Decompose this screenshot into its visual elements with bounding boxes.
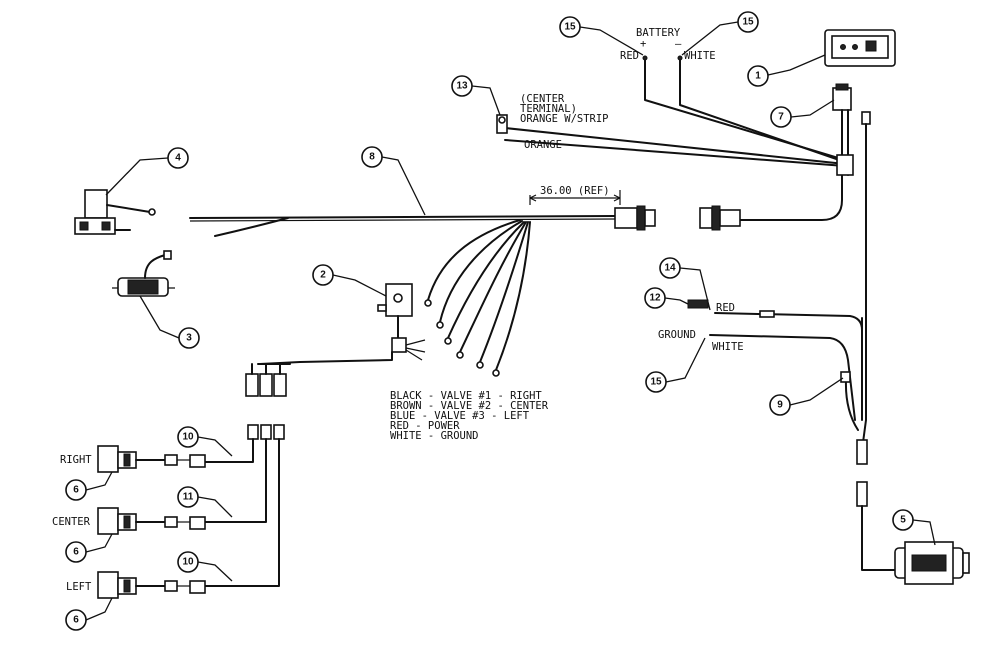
callout-6c-num: 6 [73,615,79,626]
ring-terminal [496,114,508,134]
callout-15b-num: 15 [742,17,754,28]
minus-label: – [675,38,682,50]
callout-1: 1 [747,65,769,87]
legend-line-5: WHITE - GROUND [390,430,479,442]
callout-9: 9 [769,394,791,416]
orange-strip-label: ORANGE W/STRIP [520,113,609,125]
callout-8: 8 [361,146,383,168]
callout-9-num: 9 [777,400,783,411]
legend-line-4: RED - POWER [390,420,460,432]
legend-line-1: BLACK - VALVE #1 - RIGHT [390,390,542,402]
callout-3: 3 [178,327,200,349]
legend-line-2: BROWN - VALVE #2 - CENTER [390,400,549,412]
pressure-sensor [112,250,175,297]
valve-harness [97,424,285,599]
callout-12: 12 [644,287,666,309]
red-battery-label: RED [620,50,639,62]
legend-line-3: BLUE - VALVE #3 - LEFT [390,410,530,422]
battery-leads [504,55,846,167]
white-battery-label: WHITE [684,50,716,62]
callout-6b-num: 6 [73,547,79,558]
right-valve-label: RIGHT [60,454,92,466]
center-valve-label: CENTER [52,516,91,528]
callout-7-num: 7 [778,112,784,123]
sensor-harness [709,111,970,585]
leader-lines [85,21,936,621]
callout-5-num: 5 [900,515,906,526]
callout-12-num: 12 [649,293,661,304]
callout-15-red: 15 [559,16,581,38]
callout-15a-num: 15 [564,22,576,33]
white-ground-label: WHITE [712,341,744,353]
console [824,29,896,67]
callout-1-num: 1 [755,71,761,82]
callout-2-num: 2 [320,270,326,281]
battery-label: BATTERY [636,27,681,39]
ground-label: GROUND [658,329,696,341]
callout-10-top: 10 [177,426,199,448]
center-terminal-label-2: TERMINAL) [520,103,577,115]
callout-15c-num: 15 [650,377,662,388]
callout-14-num: 14 [664,263,676,274]
callout-6-center: 6 [65,541,87,563]
callout-13: 13 [451,75,473,97]
callout-4: 4 [167,147,189,169]
callout-2: 2 [312,264,334,286]
callout-7: 7 [770,106,792,128]
callout-6a-num: 6 [73,485,79,496]
callout-3-num: 3 [186,333,192,344]
red-power-label: RED [716,302,735,314]
callout-15-ground: 15 [645,371,667,393]
ref-dimension-label: 36.00 (REF) [540,185,610,197]
callout-6-right: 6 [65,479,87,501]
callout-15-white: 15 [737,11,759,33]
orange-label: ORANGE [524,139,562,151]
callout-8-num: 8 [369,152,375,163]
wire-color-legend: BLACK - VALVE #1 - RIGHT BROWN - VALVE #… [390,390,549,442]
fanout-wires [424,219,531,377]
left-valve-label: LEFT [66,581,92,593]
callout-5: 5 [892,509,914,531]
callout-4-num: 4 [175,153,181,164]
callout-10-bottom: 10 [177,551,199,573]
callout-6-left: 6 [65,609,87,631]
callout-10b-num: 10 [182,557,194,568]
valve-controller [245,283,426,397]
callout-14: 14 [659,257,681,279]
fuse [687,299,709,309]
main-harness [189,190,656,237]
callout-10a-num: 10 [182,432,194,443]
callout-11-num: 11 [183,492,194,503]
plus-label: + [640,38,646,50]
center-terminal-label-1: (CENTER [520,93,565,105]
callout-11: 11 [177,486,199,508]
solenoid-valve [74,189,156,235]
callout-13-num: 13 [456,81,468,92]
control-harness [699,83,854,231]
